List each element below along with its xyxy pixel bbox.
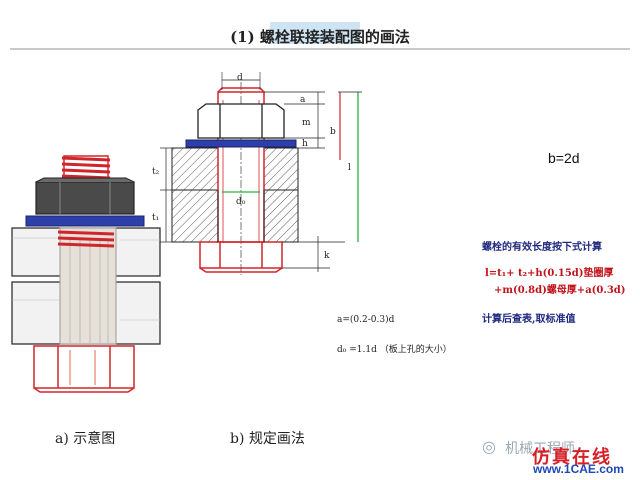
dim-label-d: d bbox=[237, 73, 243, 83]
dim-label-d0: d₀ bbox=[236, 197, 246, 207]
upper-plate-section-right bbox=[263, 147, 299, 191]
watermark-faint: 机械工程师 bbox=[505, 441, 575, 457]
bolt-thread-top bbox=[61, 156, 111, 180]
note-d0-value: d₀ =1.1d （板上孔的大小） bbox=[337, 345, 452, 355]
caption-schematic: a) 示意图 bbox=[55, 431, 116, 447]
dim-label-t1: t₁ bbox=[152, 213, 159, 223]
watermark-main: 仿真在线 bbox=[532, 447, 612, 468]
lower-plate-section-left bbox=[171, 189, 219, 243]
dim-label-k: k bbox=[324, 251, 330, 261]
dim-label-a: a bbox=[300, 95, 306, 105]
standard-drawing: d a m h b l t₂ t₁ d₀ k bbox=[152, 72, 362, 275]
b-formula: b=2d bbox=[548, 150, 580, 166]
calc-note: 计算后查表,取标准值 bbox=[482, 314, 576, 325]
bolt-head bbox=[33, 345, 135, 393]
schematic-illustration bbox=[11, 155, 161, 393]
bolt-thread-mid bbox=[57, 230, 115, 248]
length-formula-line1: l=t₁+ t₂+h(0.15d)垫圈厚 bbox=[485, 268, 614, 279]
wechat-icon: ◎ bbox=[482, 437, 496, 456]
dim-label-b: b bbox=[330, 127, 336, 137]
upper-plate-section-left bbox=[171, 147, 219, 191]
plate-texture bbox=[12, 237, 160, 321]
title-rule bbox=[10, 48, 630, 50]
slide-title: (1) 螺栓联接装配图的画法 bbox=[230, 28, 410, 46]
length-formula-line2: +m(0.8d)螺母厚+a(0.3d) bbox=[494, 285, 626, 296]
nut bbox=[35, 177, 135, 215]
dim-label-l: l bbox=[348, 163, 351, 173]
calc-title: 螺栓的有效长度按下式计算 bbox=[482, 242, 602, 253]
watermark-url: www.1CAE.com bbox=[533, 462, 624, 476]
bolt-shank bbox=[59, 227, 117, 345]
washer-drawing bbox=[185, 139, 297, 148]
dim-label-m: m bbox=[302, 118, 311, 128]
dim-label-t2: t₂ bbox=[152, 167, 160, 177]
dim-label-h: h bbox=[302, 139, 308, 149]
caption-standard: b) 规定画法 bbox=[230, 431, 305, 447]
nut-drawing bbox=[197, 103, 285, 139]
washer bbox=[25, 215, 145, 227]
note-a-value: a=(0.2-0.3)d bbox=[337, 315, 395, 325]
lower-plate-section-right bbox=[263, 189, 299, 243]
